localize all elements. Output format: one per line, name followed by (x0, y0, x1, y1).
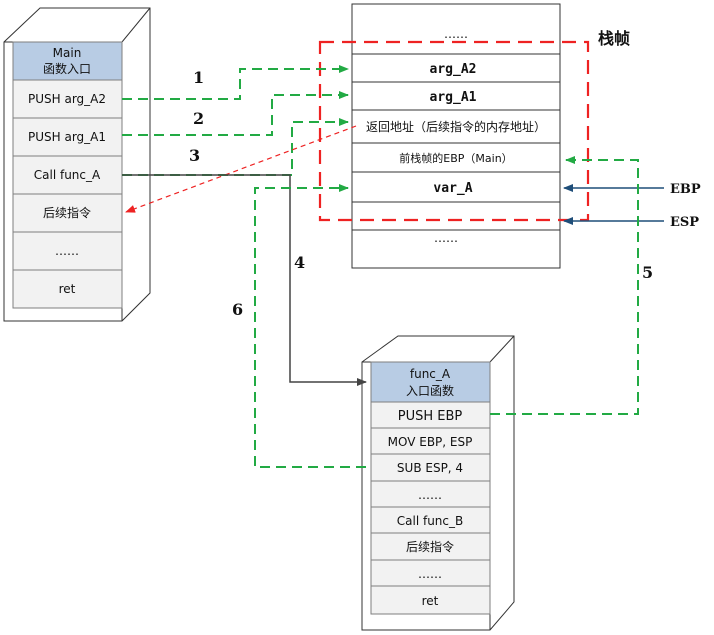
func-a-row-mov-ebp-esp: MOV EBP, ESP (388, 435, 473, 449)
func-a-row (370, 559, 491, 587)
func-a-row-ret: ret (422, 594, 439, 608)
stack-row-arg-a2: arg_A2 (430, 62, 477, 77)
main-row-push-arg-a2: PUSH arg_A2 (28, 92, 106, 106)
step-number-6: 6 (232, 300, 243, 319)
esp-label: ESP (670, 215, 699, 230)
func-a-row-ellipsis-2: …… (418, 567, 442, 581)
func-a-row-next-instruction: 后续指令 (406, 539, 454, 554)
stack-frame-boundary (318, 40, 590, 222)
main-header-line2: 函数入口 (43, 61, 91, 76)
step-number-3: 3 (189, 146, 200, 165)
ebp-label: EBP (670, 182, 701, 197)
step-2-connector (122, 91, 349, 136)
func-a-row-sub-esp: SUB ESP, 4 (397, 461, 463, 475)
step-number-4: 4 (294, 253, 305, 272)
step-number-5: 5 (642, 263, 653, 282)
step-5-connector (490, 156, 639, 415)
stack-row-var-a: var_A (433, 181, 472, 196)
step-4-call-connector (122, 174, 367, 386)
stack-row-saved-ebp: 前栈帧的EBP（Main） (399, 151, 512, 165)
func-a-row (370, 453, 491, 482)
func-a-header-line1: func_A (410, 367, 451, 381)
return-address-pointer (125, 125, 357, 213)
step-1-connector (122, 65, 349, 100)
main-row-ret: ret (59, 282, 76, 296)
func-a-row (370, 506, 491, 534)
stack-frame-label: 栈帧 (598, 29, 630, 48)
main-row-next-instruction: 后续指令 (43, 205, 91, 220)
stack-row-arg-a1: arg_A1 (430, 90, 477, 105)
stack-row-return-address: 返回地址（后续指令的内存地址） (366, 119, 546, 134)
main-header-cell (12, 41, 123, 81)
func-a-row-push-ebp: PUSH EBP (398, 409, 463, 424)
func-a-row (370, 401, 491, 429)
step-6-connector (254, 184, 366, 468)
stack-outline (351, 3, 561, 269)
func-a-header-line2: 入口函数 (406, 383, 454, 398)
step-3-connector (122, 118, 349, 176)
main-row-ellipsis: …… (55, 244, 79, 258)
main-row-push-arg-a1: PUSH arg_A1 (28, 130, 106, 144)
main-row (12, 269, 123, 309)
func-a-row (370, 585, 491, 615)
func-a-row (370, 480, 491, 508)
main-function-block: Main 函数入口 PUSH arg_A2 PUSH arg_A1 Call f… (3, 7, 151, 322)
step-number-2: 2 (193, 109, 204, 128)
main-row (12, 117, 123, 157)
func-a-row-call-func-b: Call func_B (397, 514, 463, 528)
main-row (12, 231, 123, 271)
stack-row-top-ellipsis: …… (444, 27, 468, 41)
stack-row-bottom-ellipsis: …… (434, 231, 458, 245)
main-row (12, 193, 123, 233)
main-header-line1: Main (53, 46, 82, 60)
func-a-row (370, 532, 491, 561)
stack-block: …… arg_A2 arg_A1 返回地址（后续指令的内存地址） 前栈帧的EBP… (351, 3, 561, 269)
main-row-call-func-a: Call func_A (34, 168, 101, 182)
func-a-block: func_A 入口函数 PUSH EBP MOV EBP, ESP SUB ES… (361, 335, 515, 631)
step-number-1: 1 (193, 68, 204, 87)
func-a-row-ellipsis: …… (418, 488, 442, 502)
